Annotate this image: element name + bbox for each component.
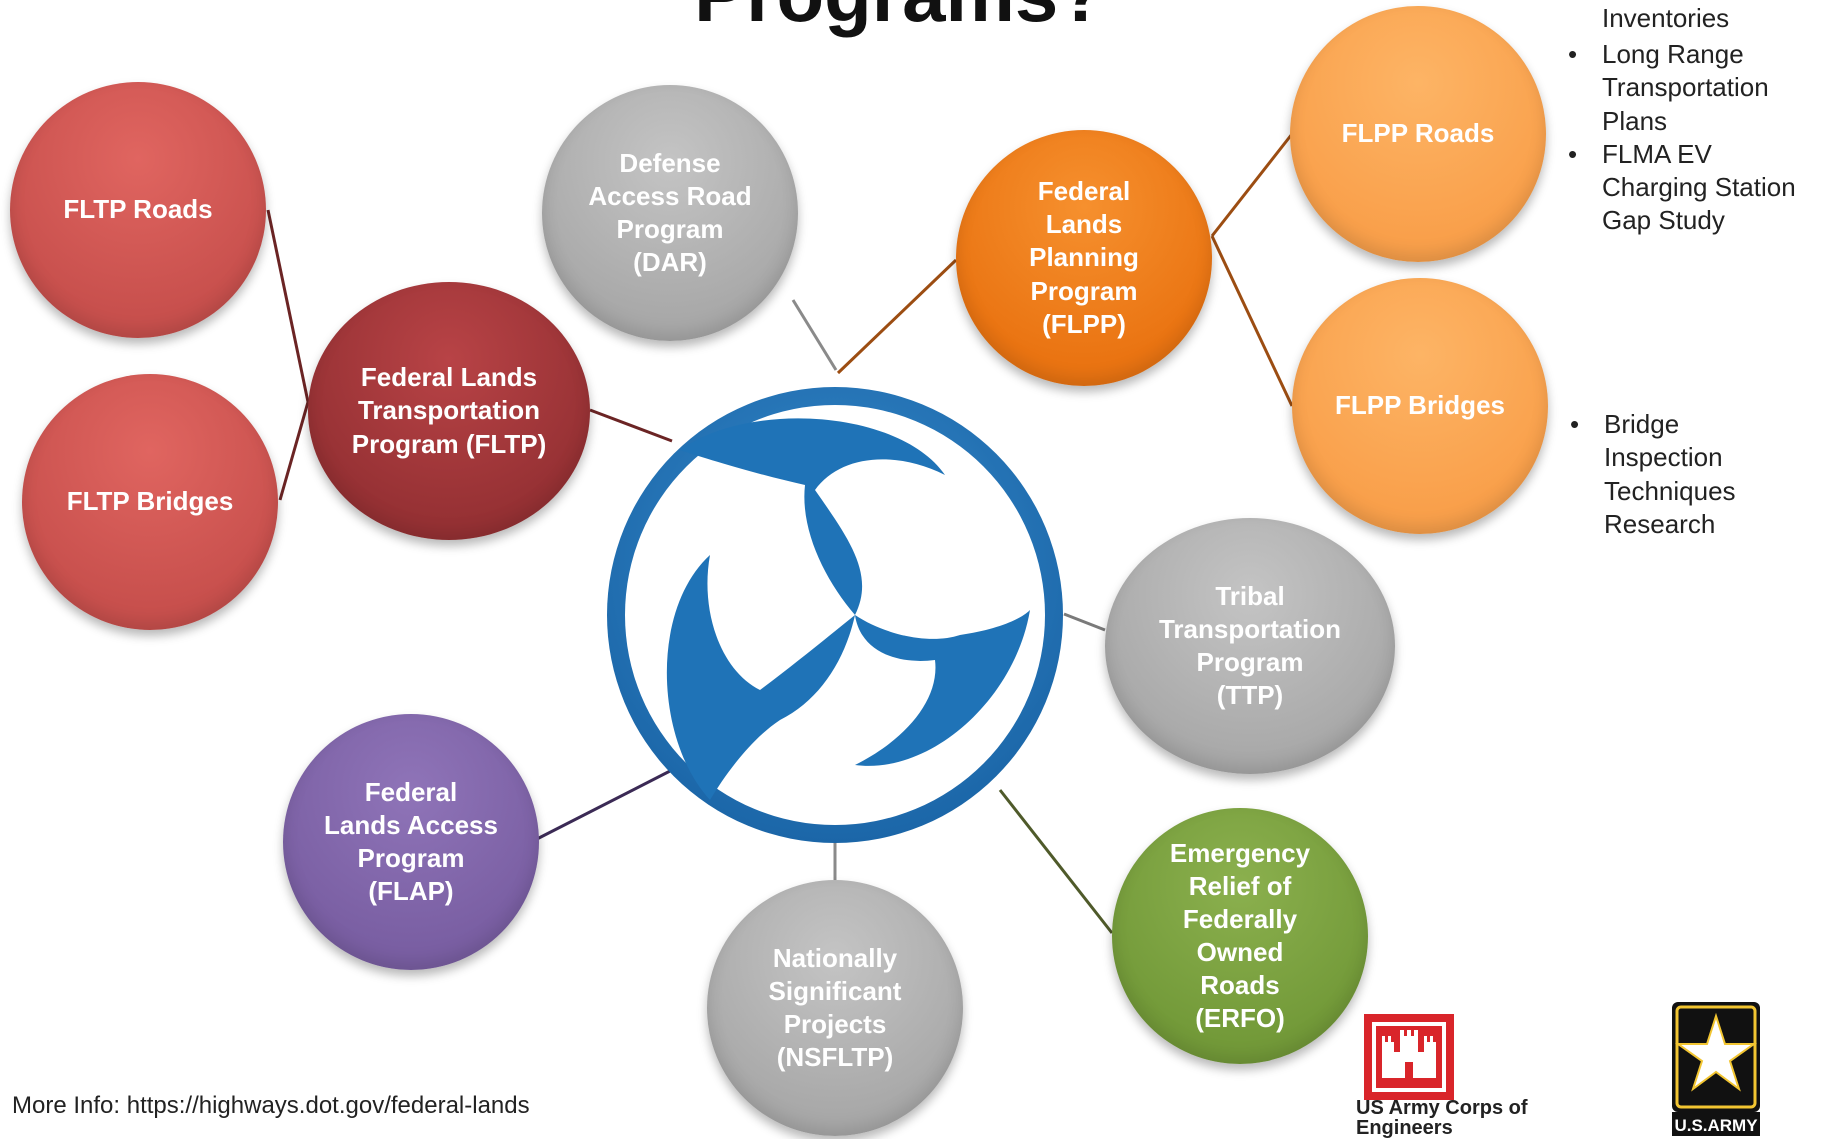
connector-dar [791, 299, 838, 371]
connector-ttp [1063, 612, 1106, 632]
flpp-bridges-label: FLPP Bridges [1334, 390, 1505, 421]
erfo-label-line-2: Relief of [1188, 870, 1292, 901]
dar-label-line-3: Program [616, 214, 724, 244]
connector-fltp-bridges [278, 401, 310, 501]
connector-flpp-roads [1210, 133, 1294, 237]
flpp-roads-notes-list: Long Range Transportation Plans FLMA EV … [1568, 38, 1818, 238]
page-title: Programs? [650, 0, 1150, 33]
nsfltp-label-line-3: Projects [783, 1009, 887, 1039]
nsfltp-label-line-1: Nationally [772, 942, 898, 973]
ttp-label-line-3: Program [1196, 647, 1304, 677]
erfo-label-line-5: Roads [1200, 970, 1280, 1001]
flap-label-line-2: Lands Access [324, 809, 498, 840]
ttp-label-line-4: (TTP) [1216, 680, 1284, 711]
usace-castle-logo-icon [1364, 1014, 1454, 1100]
fltp-bubble: Federal Lands Transportation Program (FL… [308, 282, 590, 540]
flpp-label-line-5: (FLPP) [1042, 308, 1126, 339]
connector-erfo [998, 789, 1114, 934]
erfo-label-line-3: Federally [1182, 903, 1298, 934]
flpp-bridges-note-item: Bridge Inspection Techniques Research [1570, 408, 1760, 541]
flpp-roads-note-item: Long Range Transportation Plans [1568, 38, 1818, 138]
flpp-bubble: Federal Lands Planning Program (FLPP) [956, 130, 1212, 386]
ttp-label-line-1: Tribal [1215, 580, 1285, 611]
flpp-bridges-bubble: FLPP Bridges [1292, 278, 1548, 534]
dar-label-line-2: Access Road [588, 180, 752, 211]
erfo-label-line-1: Emergency [1169, 837, 1311, 868]
connector-fltp-roads [266, 209, 310, 403]
connector-flpp [836, 258, 958, 375]
us-army-logo-text: U.S.ARMY [1672, 1112, 1760, 1136]
flap-label-line-1: Federal [364, 776, 458, 807]
flpp-label-line-3: Planning [1029, 242, 1139, 273]
fltp-bridges-label: FLTP Bridges [66, 486, 234, 517]
flpp-roads-note-continued: Inventories [1602, 3, 1730, 33]
dar-label-line-1: Defense [619, 147, 721, 178]
connector-flap [534, 768, 673, 842]
flap-label-line-3: Program [357, 843, 465, 873]
erfo-bubble: Emergency Relief of Federally Owned Road… [1112, 808, 1368, 1064]
fltp-label-line-3: Program (FLTP) [351, 428, 547, 459]
flpp-roads-label: FLPP Roads [1341, 118, 1495, 149]
flpp-roads-note-item: FLMA EV Charging Station Gap Study [1568, 138, 1818, 238]
dar-bubble: Defense Access Road Program (DAR) [542, 85, 798, 341]
flpp-roads-bubble: FLPP Roads [1290, 6, 1546, 262]
usace-logo-text: US Army Corps of Engineers [1356, 1097, 1528, 1139]
connector-flpp-bridges [1210, 235, 1294, 407]
nsfltp-label-line-4: (NSFLTP) [776, 1042, 894, 1073]
dar-label-line-4: (DAR) [633, 247, 707, 278]
fltp-bridges-bubble: FLTP Bridges [22, 374, 278, 630]
fltp-roads-label: FLTP Roads [63, 194, 213, 225]
nsfltp-label-line-2: Significant [768, 975, 902, 1006]
flpp-bridges-notes-list: Bridge Inspection Techniques Research [1570, 408, 1760, 541]
flpp-label-line-2: Lands [1045, 209, 1123, 240]
nsfltp-bubble: Nationally Significant Projects (NSFLTP) [707, 880, 963, 1136]
flpp-label-line-1: Federal [1037, 176, 1131, 207]
ttp-label-line-2: Transportation [1158, 613, 1341, 644]
fltp-label-line-1: Federal Lands [360, 362, 538, 393]
ttp-bubble: Tribal Transportation Program (TTP) [1105, 518, 1395, 774]
fltp-roads-bubble: FLTP Roads [10, 82, 266, 338]
flap-bubble: Federal Lands Access Program (FLAP) [283, 714, 539, 970]
flpp-label-line-4: Program [1030, 275, 1138, 306]
erfo-label-line-6: (ERFO) [1195, 1003, 1285, 1034]
connector-fltp [589, 408, 673, 443]
erfo-label-line-4: Owned [1196, 937, 1284, 967]
us-army-star-logo-icon [1672, 1002, 1760, 1112]
more-info-footer: More Info: https://highways.dot.gov/fede… [12, 1092, 530, 1119]
flap-label-line-4: (FLAP) [368, 876, 454, 907]
fltp-label-line-2: Transportation [357, 395, 540, 426]
dot-tri-swoop-logo-icon [607, 387, 1063, 843]
